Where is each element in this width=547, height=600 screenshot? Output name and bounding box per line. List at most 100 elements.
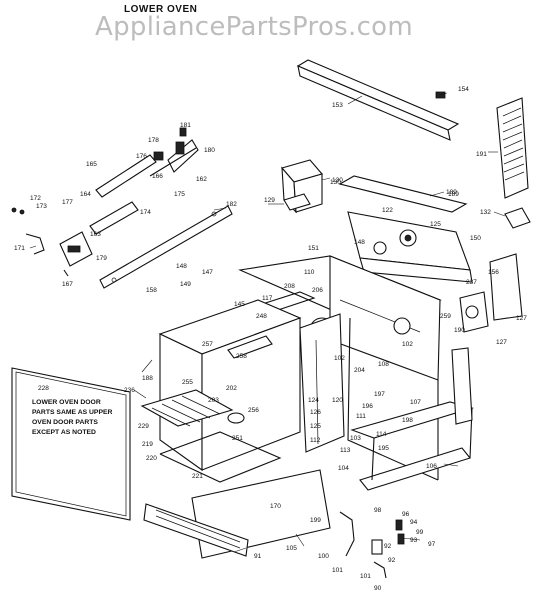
part-label: 94: [410, 519, 418, 526]
part-label: 255: [182, 379, 193, 386]
part-label: 147: [202, 269, 213, 276]
door-note-line-1: LOWER OVEN DOOR: [32, 399, 101, 406]
part-label: 198: [402, 417, 413, 424]
part-label: 248: [256, 313, 267, 320]
part-label: 105: [286, 545, 297, 552]
part-label: 92: [388, 557, 396, 564]
part-label: 257: [202, 341, 213, 348]
part-label: 149: [180, 281, 191, 288]
part-label: 127: [496, 339, 507, 346]
part-label: 100: [318, 553, 329, 560]
part-label: 202: [226, 385, 237, 392]
part-label: 96: [402, 511, 410, 518]
part-label: 228: [38, 385, 49, 392]
part-label: 166: [152, 173, 163, 180]
part-base-frame: [350, 401, 474, 491]
part-label: 256: [248, 407, 259, 414]
part-label: 196: [362, 403, 373, 410]
part-strip: [338, 175, 468, 213]
part-label: 108: [378, 361, 389, 368]
part-small-bracket: [504, 207, 531, 229]
part-label: 237: [466, 279, 477, 286]
part-oven-door: [11, 367, 131, 521]
part-lever: [25, 233, 45, 255]
part-number-labels: 154 153 191 181 178 176 165 166 162 180 …: [14, 86, 527, 592]
part-label: 130: [332, 177, 343, 184]
part-label: 110: [304, 269, 315, 276]
part-label: 132: [480, 209, 491, 216]
part-screws: [11, 207, 25, 215]
part-label: 191: [476, 151, 487, 158]
part-control-panel: [347, 211, 473, 283]
part-label: 92: [384, 543, 392, 550]
part-label: 111: [356, 413, 366, 420]
part-label: 120: [332, 397, 343, 404]
part-label: 106: [426, 463, 437, 470]
part-label: 113: [340, 447, 351, 454]
part-label: 162: [196, 176, 207, 183]
part-label: 221: [192, 473, 203, 480]
part-label: 117: [262, 295, 273, 302]
part-label: 127: [516, 315, 527, 322]
part-label: 206: [312, 287, 323, 294]
part-label: 125: [310, 423, 321, 430]
watermark: AppliancePartsPros.com: [95, 12, 414, 42]
part-label: 104: [338, 465, 349, 472]
part-label: 114: [376, 431, 387, 438]
part-broil-element: [255, 291, 316, 313]
part-label: 220: [146, 455, 157, 462]
part-label: 103: [350, 435, 361, 442]
part-label: 195: [378, 445, 389, 452]
part-label: 129: [264, 197, 275, 204]
door-note-line-2: PARTS SAME AS UPPER: [32, 409, 113, 416]
part-vent-panel: [496, 97, 529, 199]
part-label: 158: [146, 287, 157, 294]
part-label: 182: [226, 201, 237, 208]
part-label: 165: [86, 161, 97, 168]
part-label: 236: [124, 387, 135, 394]
part-label: 258: [236, 353, 247, 360]
part-label: 148: [354, 239, 365, 246]
leader-lines: [29, 92, 506, 553]
part-light-socket: [227, 412, 245, 424]
part-label: 189: [448, 191, 459, 198]
part-oven-housing: [238, 255, 442, 481]
part-label: 124: [308, 397, 319, 404]
part-label: 173: [36, 203, 47, 210]
part-label: 112: [310, 437, 321, 444]
part-label: 148: [176, 263, 187, 270]
part-label: 229: [138, 423, 149, 430]
part-label: 164: [80, 191, 91, 198]
part-label: 150: [470, 235, 481, 242]
part-side-panel: [299, 313, 345, 453]
part-kick-plate: [143, 503, 249, 557]
part-label: 91: [254, 553, 262, 560]
part-label: 90: [374, 585, 382, 592]
part-latch-block: [59, 231, 93, 267]
part-label: 174: [140, 209, 151, 216]
part-label: 163: [90, 231, 101, 238]
part-label: 101: [360, 573, 371, 580]
part-bracket: [89, 201, 139, 235]
part-label: 181: [180, 122, 191, 129]
part-label: 125: [430, 221, 441, 228]
part-label: 145: [234, 301, 245, 308]
part-label: 154: [458, 86, 469, 93]
part-label: 156: [488, 269, 499, 276]
part-bake-element: [159, 431, 282, 483]
part-label: 197: [374, 391, 385, 398]
door-note-line-4: EXCEPT AS NOTED: [32, 429, 96, 436]
part-label: 172: [30, 195, 41, 202]
part-label: 102: [334, 355, 345, 362]
part-label: 180: [204, 147, 215, 154]
part-label: 219: [142, 441, 153, 448]
part-label: 98: [374, 507, 382, 514]
part-label: 251: [232, 435, 243, 442]
part-label: 153: [332, 102, 343, 109]
part-label: 178: [148, 137, 159, 144]
part-label: 189: [446, 189, 457, 196]
part-label: 99: [416, 529, 424, 536]
part-top-trim-strip: [296, 59, 460, 141]
part-label: 130: [330, 179, 341, 186]
